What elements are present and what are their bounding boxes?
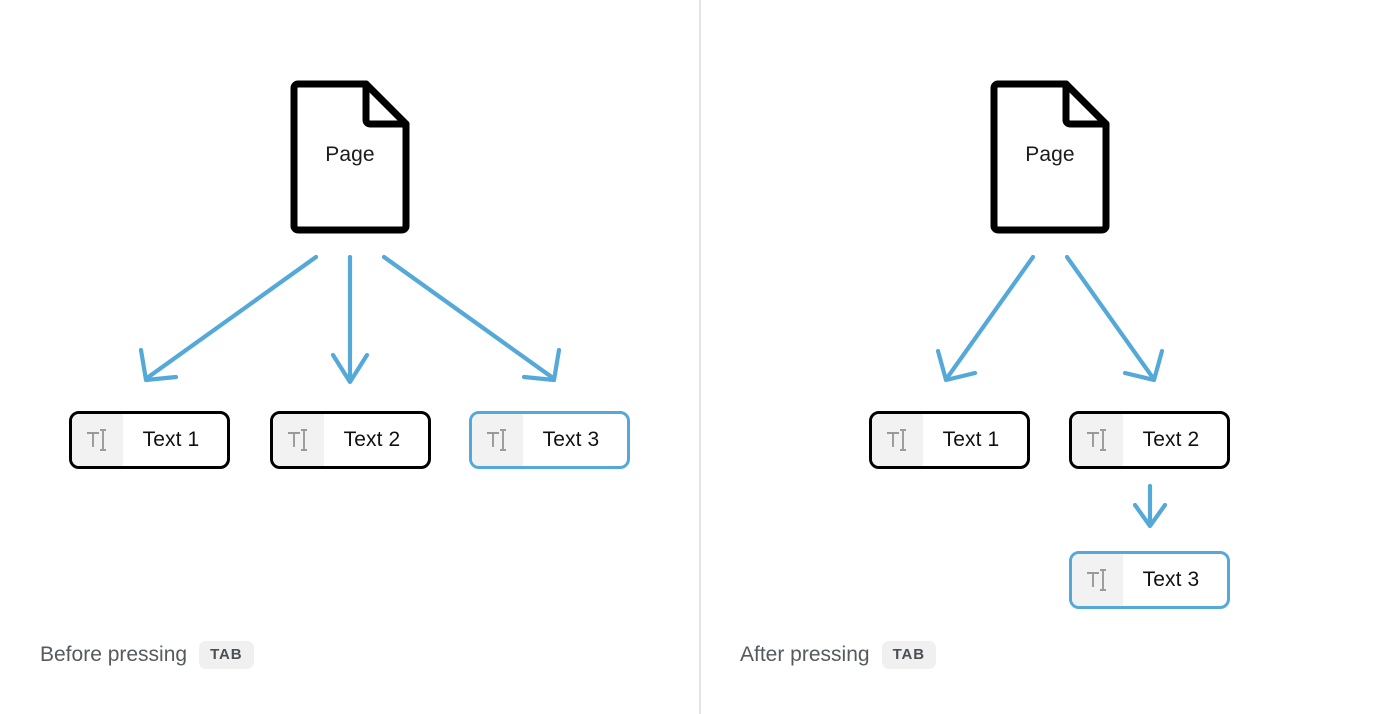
tab-key-badge: TAB (199, 641, 254, 669)
text-node-text1-after[interactable]: Text 1 (869, 411, 1030, 469)
page-node-label: Page (325, 143, 375, 166)
text-node-label: Text 1 (142, 428, 200, 451)
caption-text: After pressing (740, 643, 870, 666)
text-node-label: Text 3 (542, 428, 600, 451)
text-cursor-icon (1072, 554, 1123, 606)
caption-text: Before pressing (40, 643, 188, 666)
text-node-text1[interactable]: Text 1 (69, 411, 230, 469)
text-node-text2[interactable]: Text 2 (270, 411, 431, 469)
page-node-label: Page (1025, 143, 1075, 166)
text-cursor-icon (273, 414, 324, 466)
page-node-after[interactable]: Page (990, 80, 1110, 234)
panel-divider (699, 0, 701, 714)
text-node-label: Text 1 (942, 428, 1000, 451)
text-node-label: Text 3 (1142, 568, 1200, 591)
text-node-label: Text 2 (343, 428, 401, 451)
text-cursor-icon (872, 414, 923, 466)
panel-after: Page Text 1 Text 2 (700, 0, 1400, 714)
text-node-text2-after[interactable]: Text 2 (1069, 411, 1230, 469)
document-icon (990, 80, 1110, 234)
panel-before: Page Text 1 Text 2 (40, 80, 630, 669)
text-node-text3-after[interactable]: Text 3 (1069, 551, 1230, 609)
page-node-before[interactable]: Page (290, 80, 410, 234)
document-icon (290, 80, 410, 234)
text-cursor-icon (1072, 414, 1123, 466)
text-node-text3[interactable]: Text 3 (469, 411, 630, 469)
text-cursor-icon (72, 414, 123, 466)
tab-key-badge: TAB (881, 641, 936, 669)
caption-before: Before pressing TAB (40, 641, 254, 669)
text-cursor-icon (472, 414, 523, 466)
text-node-label: Text 2 (1142, 428, 1200, 451)
caption-after: After pressing TAB (740, 641, 936, 669)
